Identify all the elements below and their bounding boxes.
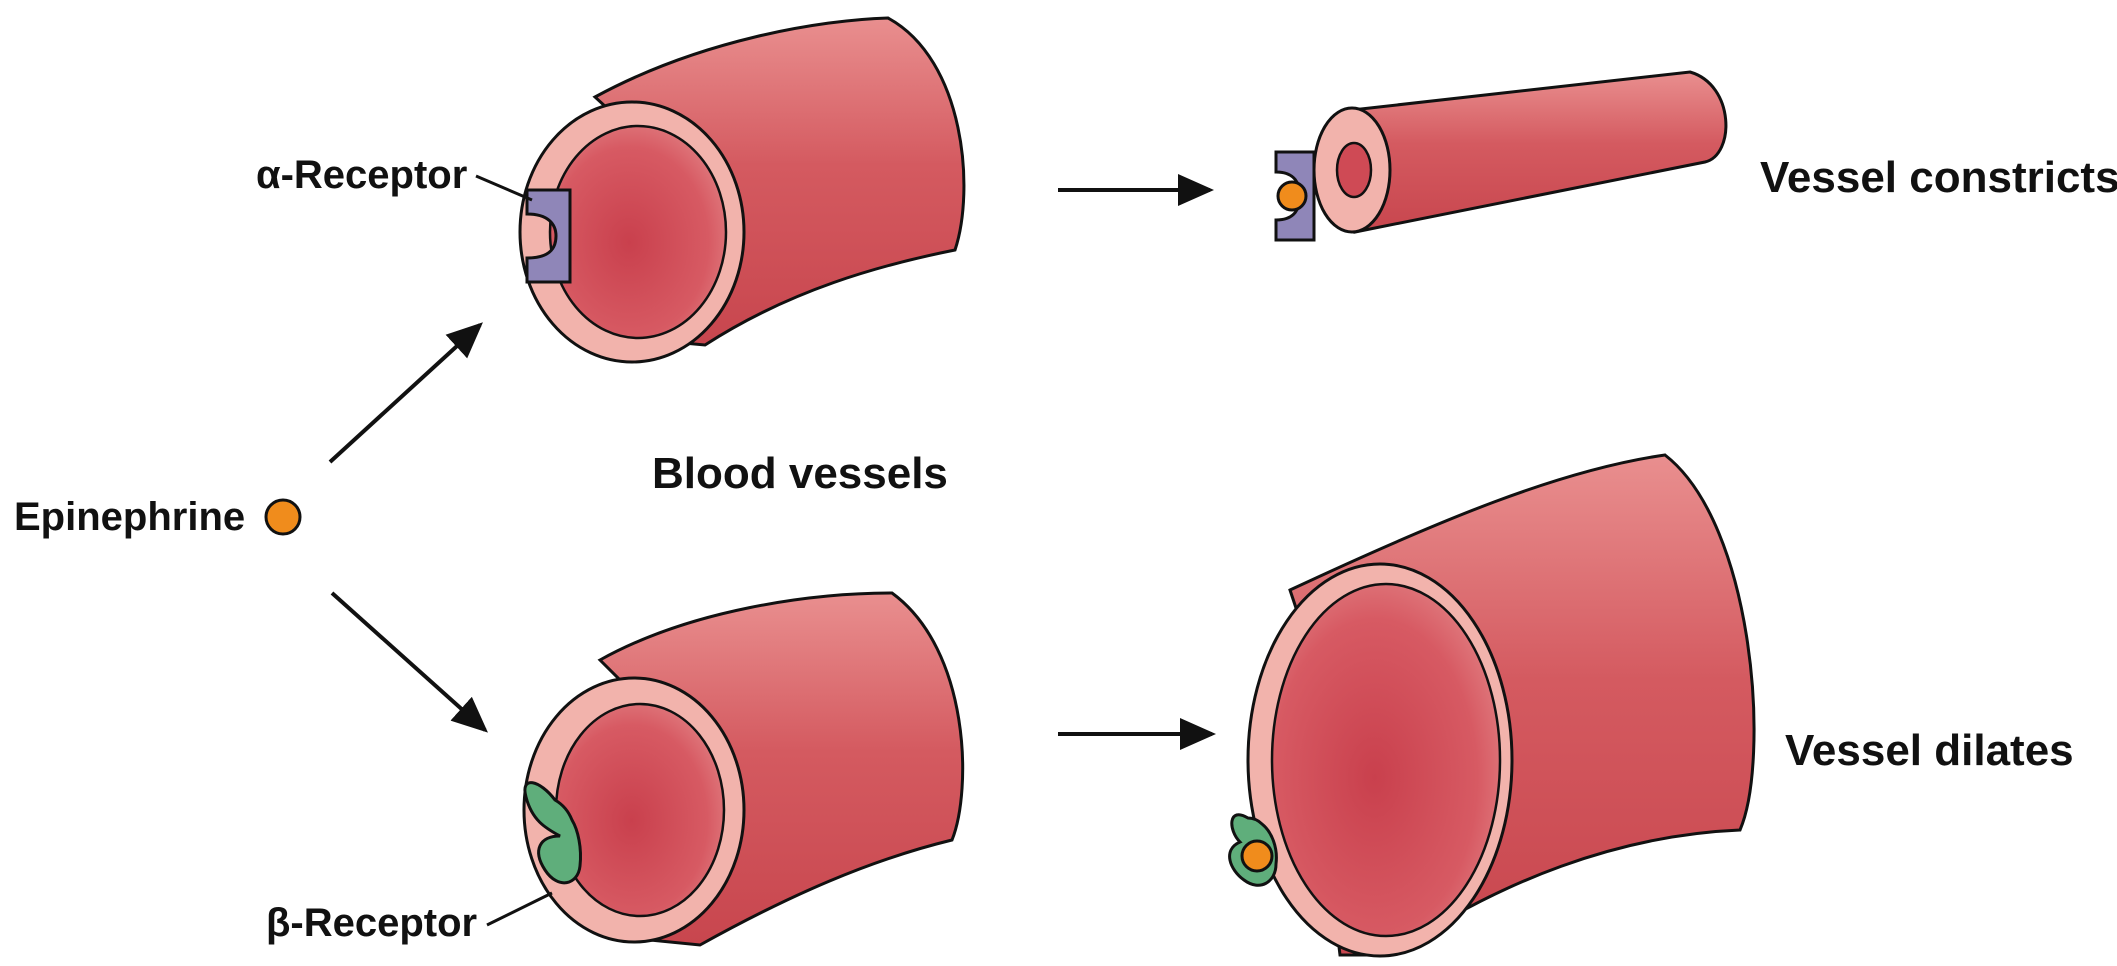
beta-receptor-label: β-Receptor: [266, 901, 477, 945]
arrow-to-beta: [332, 593, 485, 730]
epinephrine-bound-icon: [1278, 182, 1306, 210]
blood-vessels-label: Blood vessels: [652, 449, 948, 498]
epinephrine-label: Epinephrine: [14, 495, 245, 539]
epinephrine-icon: [266, 500, 300, 534]
epinephrine-bound-icon-2: [1242, 841, 1272, 871]
blood-vessel-dilated: [1248, 455, 1754, 956]
vessel-dilates-label: Vessel dilates: [1785, 726, 2074, 775]
blood-vessel-constricted: [1314, 72, 1726, 232]
alpha-receptor-leader: [476, 176, 532, 200]
beta-receptor-leader: [487, 893, 552, 925]
arrow-to-alpha: [330, 325, 480, 462]
blood-vessel-beta: [524, 593, 963, 945]
vessel-constricts-label: Vessel constricts: [1760, 153, 2117, 202]
alpha-receptor-bound-icon: [1276, 152, 1314, 240]
blood-vessel-alpha: [520, 18, 964, 362]
alpha-receptor-label: α-Receptor: [256, 153, 467, 197]
